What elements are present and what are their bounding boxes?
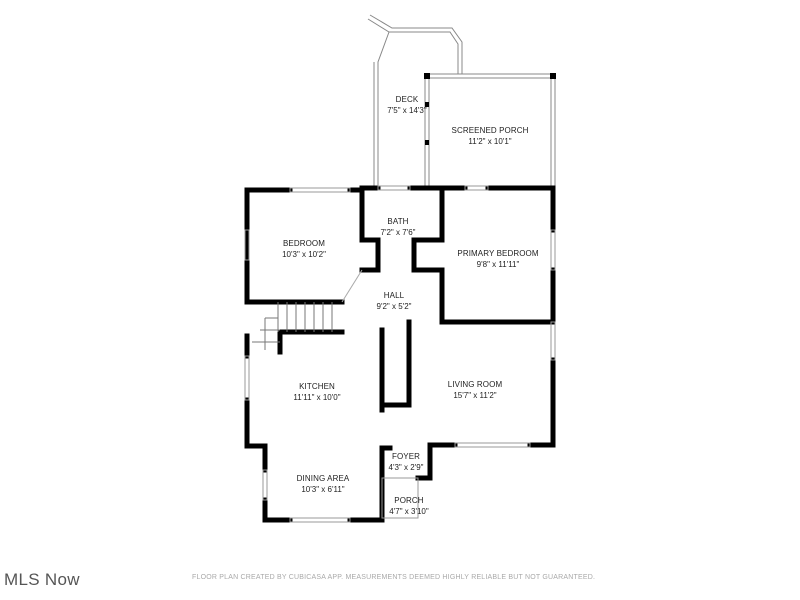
room-dimensions: 11'11" x 10'0" [293,393,341,402]
room-dimensions: 9'2" x 5'2" [376,302,412,311]
deck-outline [367,14,463,190]
room-name: FOYER [391,452,421,461]
room-primary-bedroom: PRIMARY BEDROOM 9'8" x 11'11" [457,248,538,270]
room-dimensions: 7'2" x 7'6" [380,228,416,237]
room-living-room: LIVING ROOM 15'7" x 11'2" [448,379,502,401]
room-name: DINING AREA [296,474,350,483]
room-bath: BATH 7'2" x 7'6" [381,216,416,238]
room-dimensions: 9'8" x 11'11" [476,260,520,269]
room-hall: HALL 9'2" x 5'2" [377,290,412,312]
room-bedroom: BEDROOM 10'3" x 10'2" [282,238,326,260]
room-name: HALL [383,291,405,300]
room-foyer: FOYER 4'3" x 2'9" [389,451,424,473]
room-porch: PORCH 4'7" x 3'10" [389,495,428,517]
room-name: SCREENED PORCH [451,126,529,135]
room-name: DECK [395,95,419,104]
room-kitchen: KITCHEN 11'11" x 10'0" [293,381,340,403]
windows [244,185,556,523]
disclaimer-text: FLOOR PLAN CREATED BY CUBICASA APP. MEAS… [192,574,596,581]
room-dimensions: 11'2" x 10'1" [468,137,512,146]
room-dining-area: DINING AREA 10'3" x 6'11" [297,473,350,495]
room-name: LIVING ROOM [447,380,503,389]
room-screened-porch: SCREENED PORCH 11'2" x 10'1" [452,125,529,147]
brand-logo: MLS Now [4,570,80,589]
room-name: BEDROOM [282,239,326,248]
stairs [252,302,333,350]
room-name: PRIMARY BEDROOM [457,249,539,258]
room-dimensions: 4'3" x 2'9" [388,463,424,472]
room-dimensions: 15'7" x 11'2" [453,391,497,400]
room-name: BATH [387,217,409,226]
room-name: PORCH [394,496,424,505]
room-deck: DECK 7'5" x 14'3" [387,94,426,116]
room-dimensions: 10'3" x 10'2" [282,250,326,259]
room-dimensions: 10'3" x 6'11" [301,485,345,494]
room-dimensions: 7'5" x 14'3" [387,106,427,115]
room-dimensions: 4'7" x 3'10" [389,507,429,516]
room-name: KITCHEN [299,382,335,391]
